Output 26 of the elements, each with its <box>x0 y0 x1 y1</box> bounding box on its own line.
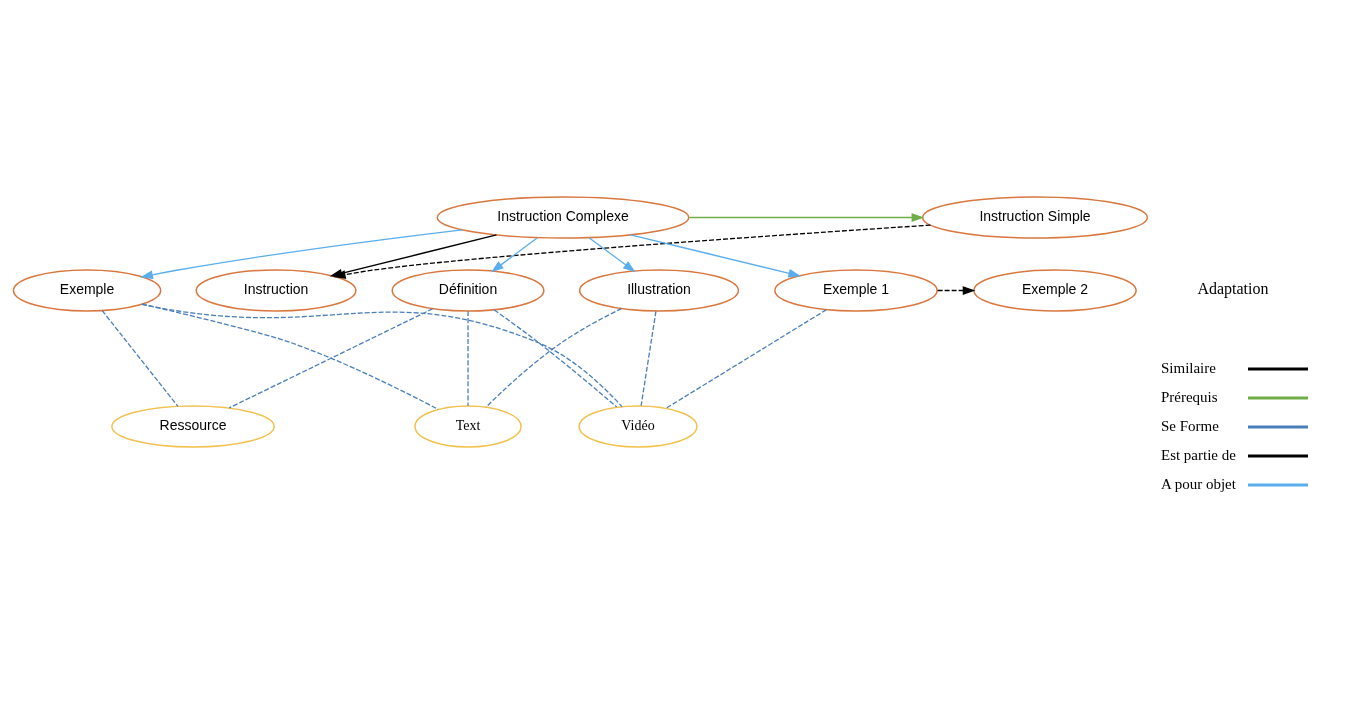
legend-label: Est partie de <box>1160 446 1236 462</box>
node-ellipse: Instruction Complexe <box>436 195 690 239</box>
label: Adaptation <box>1197 279 1269 297</box>
arrow <box>936 285 976 295</box>
connector <box>141 302 439 410</box>
node-ellipse: Instruction Simple <box>921 195 1149 239</box>
arrow <box>588 236 636 272</box>
connector <box>467 310 469 406</box>
arrow <box>688 212 925 222</box>
legend-label: Similaire <box>1160 359 1216 376</box>
node-ellipse: Vidéo <box>578 404 698 448</box>
connector <box>101 309 179 407</box>
connector <box>640 310 657 406</box>
node-ellipse: Exemple 2 <box>973 268 1137 312</box>
connector <box>665 308 827 409</box>
connector <box>141 303 623 407</box>
connector <box>228 307 434 409</box>
node-ellipse: Définition <box>391 268 545 312</box>
arrow <box>491 236 538 272</box>
legend-label: Se Forme <box>1160 417 1219 434</box>
arrow <box>629 233 802 277</box>
node-ellipse: Illustration <box>578 268 740 312</box>
node-ellipse: Ressource <box>111 404 275 448</box>
legend-label: Prérequis <box>1160 388 1218 405</box>
legend-label: A pour objet <box>1160 475 1236 491</box>
node-ellipse: Text <box>414 404 522 448</box>
